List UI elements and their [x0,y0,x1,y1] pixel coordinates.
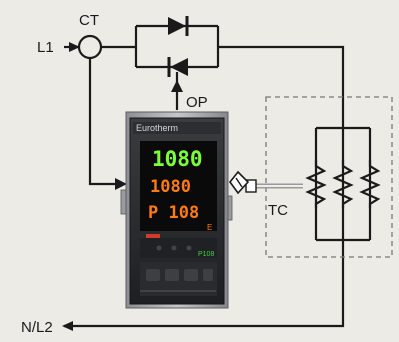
temperature-controller [120,111,233,309]
ct-input-arrow [115,178,127,190]
scroll-key [165,269,179,281]
tc-label: TC [268,202,288,219]
current-transformer-icon [77,34,103,60]
down-key [184,269,198,281]
heater-resistor-icon [332,160,354,208]
nl2-label: N/L2 [21,319,53,336]
thyristor-bottom-icon [167,57,188,82]
load-supply-wire [218,45,345,128]
ct-signal-wire [88,58,118,186]
op-label: OP [186,94,208,111]
sp-display: 1080 [150,177,191,197]
l1-arrow [69,42,80,52]
heater-resistor-icon [305,160,327,208]
model-label: P108 [198,251,214,258]
neutral-return-wire [64,240,345,328]
l1-label: L1 [37,39,54,56]
up-key [203,269,213,281]
thermocouple-probe-icon [228,170,303,195]
program-display: P 108 [148,203,199,223]
heater-resistor-icon [359,160,381,208]
brand-label: Eurotherm [136,123,178,133]
status-led [146,234,160,238]
furnace-enclosure [265,96,393,258]
ct-label: CT [79,12,99,29]
pv-display: 1080 [152,147,203,171]
page-key [146,269,160,281]
op-arrow [171,80,183,92]
nl2-arrow [62,321,73,331]
enter-key-label: E [207,223,212,232]
thyristor-top-icon [168,16,189,36]
